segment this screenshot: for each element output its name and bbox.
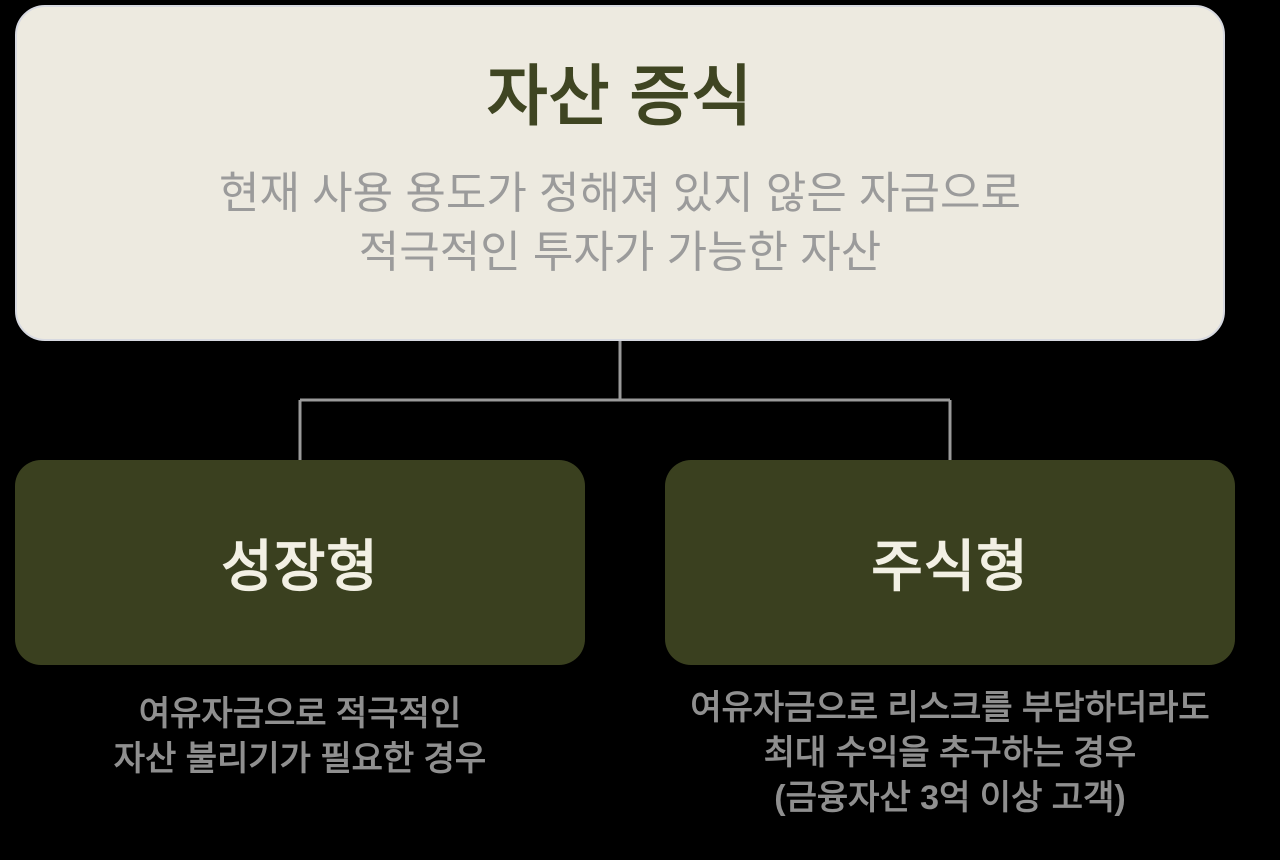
branch-equity-label: 주식형 — [871, 535, 1029, 598]
branch-growth-caption-line-1: 여유자금으로 적극적인 — [138, 695, 462, 733]
root-description-line-2: 적극적인 투자가 가능한 자산 — [358, 227, 882, 277]
branch-equity-caption-line-2: 최대 수익을 추구하는 경우 — [763, 733, 1137, 772]
root-node-title: 자산 증식 — [486, 59, 754, 133]
root-node: 자산 증식 현재 사용 용도가 정해져 있지 않은 자금으로 적극적인 투자가 … — [15, 5, 1225, 341]
branch-equity-caption: 여유자금으로 리스크를 부담하더라도 최대 수익을 추구하는 경우 (금융자산 … — [640, 686, 1260, 821]
branch-growth-caption: 여유자금으로 적극적인 자산 불리기가 필요한 경우 — [0, 692, 610, 782]
root-node-description: 현재 사용 용도가 정해져 있지 않은 자금으로 적극적인 투자가 가능한 자산 — [17, 165, 1223, 282]
branch-equity-caption-line-3: (금융자산 3억 이상 고객) — [774, 778, 1126, 817]
branch-growth-label: 성장형 — [221, 535, 379, 598]
root-description-line-1: 현재 사용 용도가 정해져 있지 않은 자금으로 — [219, 169, 1021, 218]
branch-equity-caption-line-1: 여유자금으로 리스크를 부담하더라도 — [690, 689, 1210, 727]
branch-growth-caption-line-2: 자산 불리기가 필요한 경우 — [113, 739, 487, 778]
branch-node-equity: 주식형 — [665, 460, 1235, 665]
branch-node-growth: 성장형 — [15, 460, 585, 665]
